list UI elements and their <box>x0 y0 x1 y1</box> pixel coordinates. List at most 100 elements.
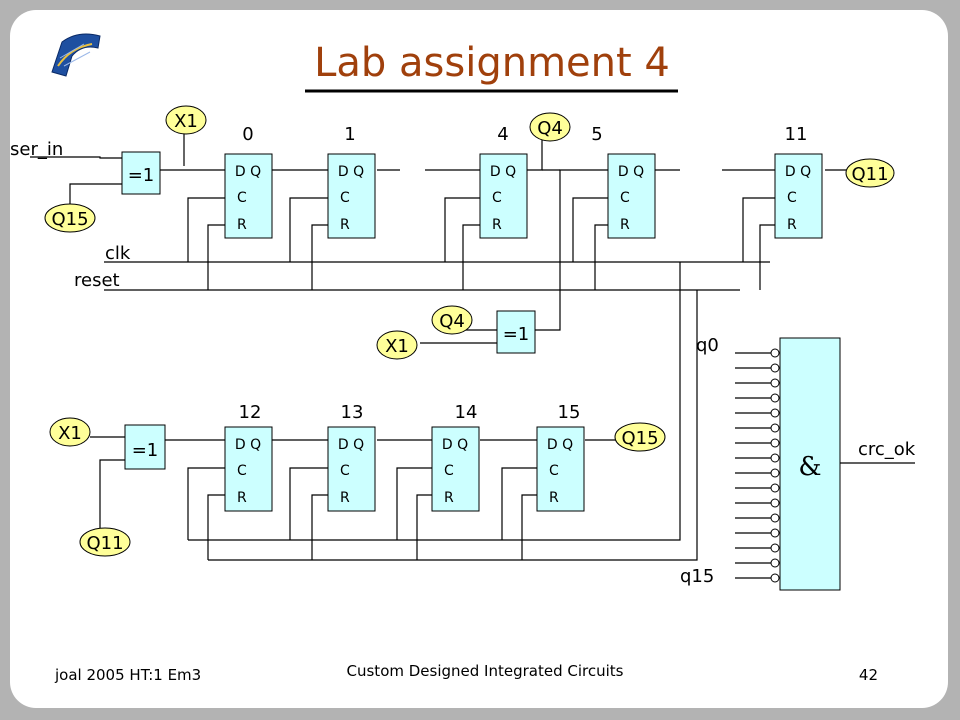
university-logo-icon <box>51 33 101 77</box>
svg-text:=1: =1 <box>132 440 159 461</box>
slide: Lab assignment 4 <box>10 10 948 708</box>
ff-c-label: C <box>549 463 559 479</box>
flip-flop-1: D Q CR <box>327 153 376 239</box>
ff-dq-label: D Q <box>338 164 364 180</box>
ff-dq-label: D Q <box>442 437 468 453</box>
ff-r-label: R <box>444 490 454 506</box>
oval-x1-mid: X1 <box>376 330 418 360</box>
reset-label: reset <box>74 270 120 291</box>
top-row-wires <box>30 132 848 561</box>
svg-text:Q15: Q15 <box>621 428 658 449</box>
flip-flop-11: D QCR <box>774 153 823 239</box>
inverter-bubble <box>770 363 780 373</box>
flip-flop-13: D QCR <box>327 426 376 512</box>
footer-page: 42 <box>859 666 878 684</box>
xor-gate-top: =1 <box>121 151 161 195</box>
oval-q11-bottom: Q11 <box>79 527 131 557</box>
flip-flop-5: D Q CR <box>607 153 656 239</box>
oval-q15-top: Q15 <box>44 203 96 233</box>
inverter-bubble <box>770 423 780 433</box>
footer-left: joal 2005 HT:1 Em3 <box>54 666 201 684</box>
xor-gate-bottom: =1 <box>124 424 166 470</box>
top-index-labels: 0 1 4 5 11 <box>242 124 807 145</box>
inverter-bubble <box>770 348 780 358</box>
oval-x1-top: X1 <box>165 105 207 135</box>
ff-r-label: R <box>620 217 630 233</box>
ff-index-label: 15 <box>558 402 581 423</box>
inverter-bubble <box>770 543 780 553</box>
crc-ok-label: crc_ok <box>858 439 916 460</box>
svg-text:Q15: Q15 <box>51 209 88 230</box>
ff-index-label: 4 <box>497 124 508 145</box>
svg-text:&: & <box>798 452 821 482</box>
ff-index-label: 5 <box>591 124 602 145</box>
slide-title: Lab assignment 4 <box>314 40 670 86</box>
ff-r-label: R <box>340 217 350 233</box>
svg-text:X1: X1 <box>58 423 82 444</box>
ff-c-label: C <box>237 463 247 479</box>
oval-x1-bottom: X1 <box>49 417 91 447</box>
ser-in-label: ser_in <box>10 139 63 160</box>
flip-flop-14: D Q CR <box>431 426 480 512</box>
ff-dq-label: D Q <box>490 164 516 180</box>
oval-q4-top: Q4 <box>529 112 571 142</box>
svg-text:Q11: Q11 <box>86 533 123 554</box>
ff-c-label: C <box>787 190 797 206</box>
ff-r-label: R <box>549 490 559 506</box>
footer-center: Custom Designed Integrated Circuits <box>347 662 624 680</box>
circuit-diagram: Lab assignment 4 <box>10 33 916 684</box>
ff-c-label: C <box>620 190 630 206</box>
svg-text:Q11: Q11 <box>851 164 888 185</box>
ff-index-label: 12 <box>239 402 262 423</box>
ff-r-label: R <box>237 490 247 506</box>
inverter-bubble <box>770 453 780 463</box>
inverter-bubble <box>770 498 780 508</box>
ff-dq-label: D Q <box>235 164 261 180</box>
and-gate-inputs <box>735 348 780 583</box>
inverter-bubble <box>770 378 780 388</box>
svg-text:=1: =1 <box>503 324 530 345</box>
svg-text:X1: X1 <box>385 336 409 357</box>
ff-c-label: C <box>340 190 350 206</box>
bottom-row-wires <box>90 436 915 560</box>
xor-gate-mid: =1 <box>496 310 536 354</box>
ff-dq-label: D Q <box>338 437 364 453</box>
svg-text:=1: =1 <box>128 165 155 186</box>
q0-label: q0 <box>696 335 719 356</box>
bottom-index-labels: 12 13 14 15 <box>239 402 581 423</box>
q15-label: q15 <box>680 566 714 587</box>
ff-index-label: 14 <box>455 402 478 423</box>
ff-c-label: C <box>444 463 454 479</box>
inverter-bubble <box>770 408 780 418</box>
ff-c-label: C <box>340 463 350 479</box>
flip-flop-15: D Q CR <box>536 426 585 512</box>
svg-text:Q4: Q4 <box>439 311 465 332</box>
flip-flop-0: D Q CR <box>224 153 273 239</box>
oval-q11-top: Q11 <box>845 158 895 188</box>
ff-index-label: 1 <box>344 124 355 145</box>
clk-label: clk <box>105 243 131 264</box>
ff-dq-label: D Q <box>235 437 261 453</box>
ff-dq-label: D Q <box>618 164 644 180</box>
oval-q15-bottom: Q15 <box>614 422 666 452</box>
inverter-bubble <box>770 528 780 538</box>
oval-q4-mid: Q4 <box>431 305 473 335</box>
svg-text:X1: X1 <box>174 111 198 132</box>
ff-dq-label: D Q <box>785 164 811 180</box>
inverter-bubble <box>770 438 780 448</box>
flip-flop-12: D Q CR <box>224 426 273 512</box>
ff-r-label: R <box>492 217 502 233</box>
inverter-bubble <box>770 393 780 403</box>
and-gate: & <box>779 337 841 591</box>
inverter-bubble <box>770 468 780 478</box>
ff-c-label: C <box>237 190 247 206</box>
ff-c-label: C <box>492 190 502 206</box>
ff-index-label: 0 <box>242 124 253 145</box>
ff-r-label: R <box>237 217 247 233</box>
inverter-bubble <box>770 513 780 523</box>
ff-dq-label: D Q <box>547 437 573 453</box>
ff-index-label: 13 <box>341 402 364 423</box>
flip-flop-4: D Q CR <box>479 153 528 239</box>
ff-index-label: 11 <box>785 124 808 145</box>
svg-text:Q4: Q4 <box>537 118 563 139</box>
